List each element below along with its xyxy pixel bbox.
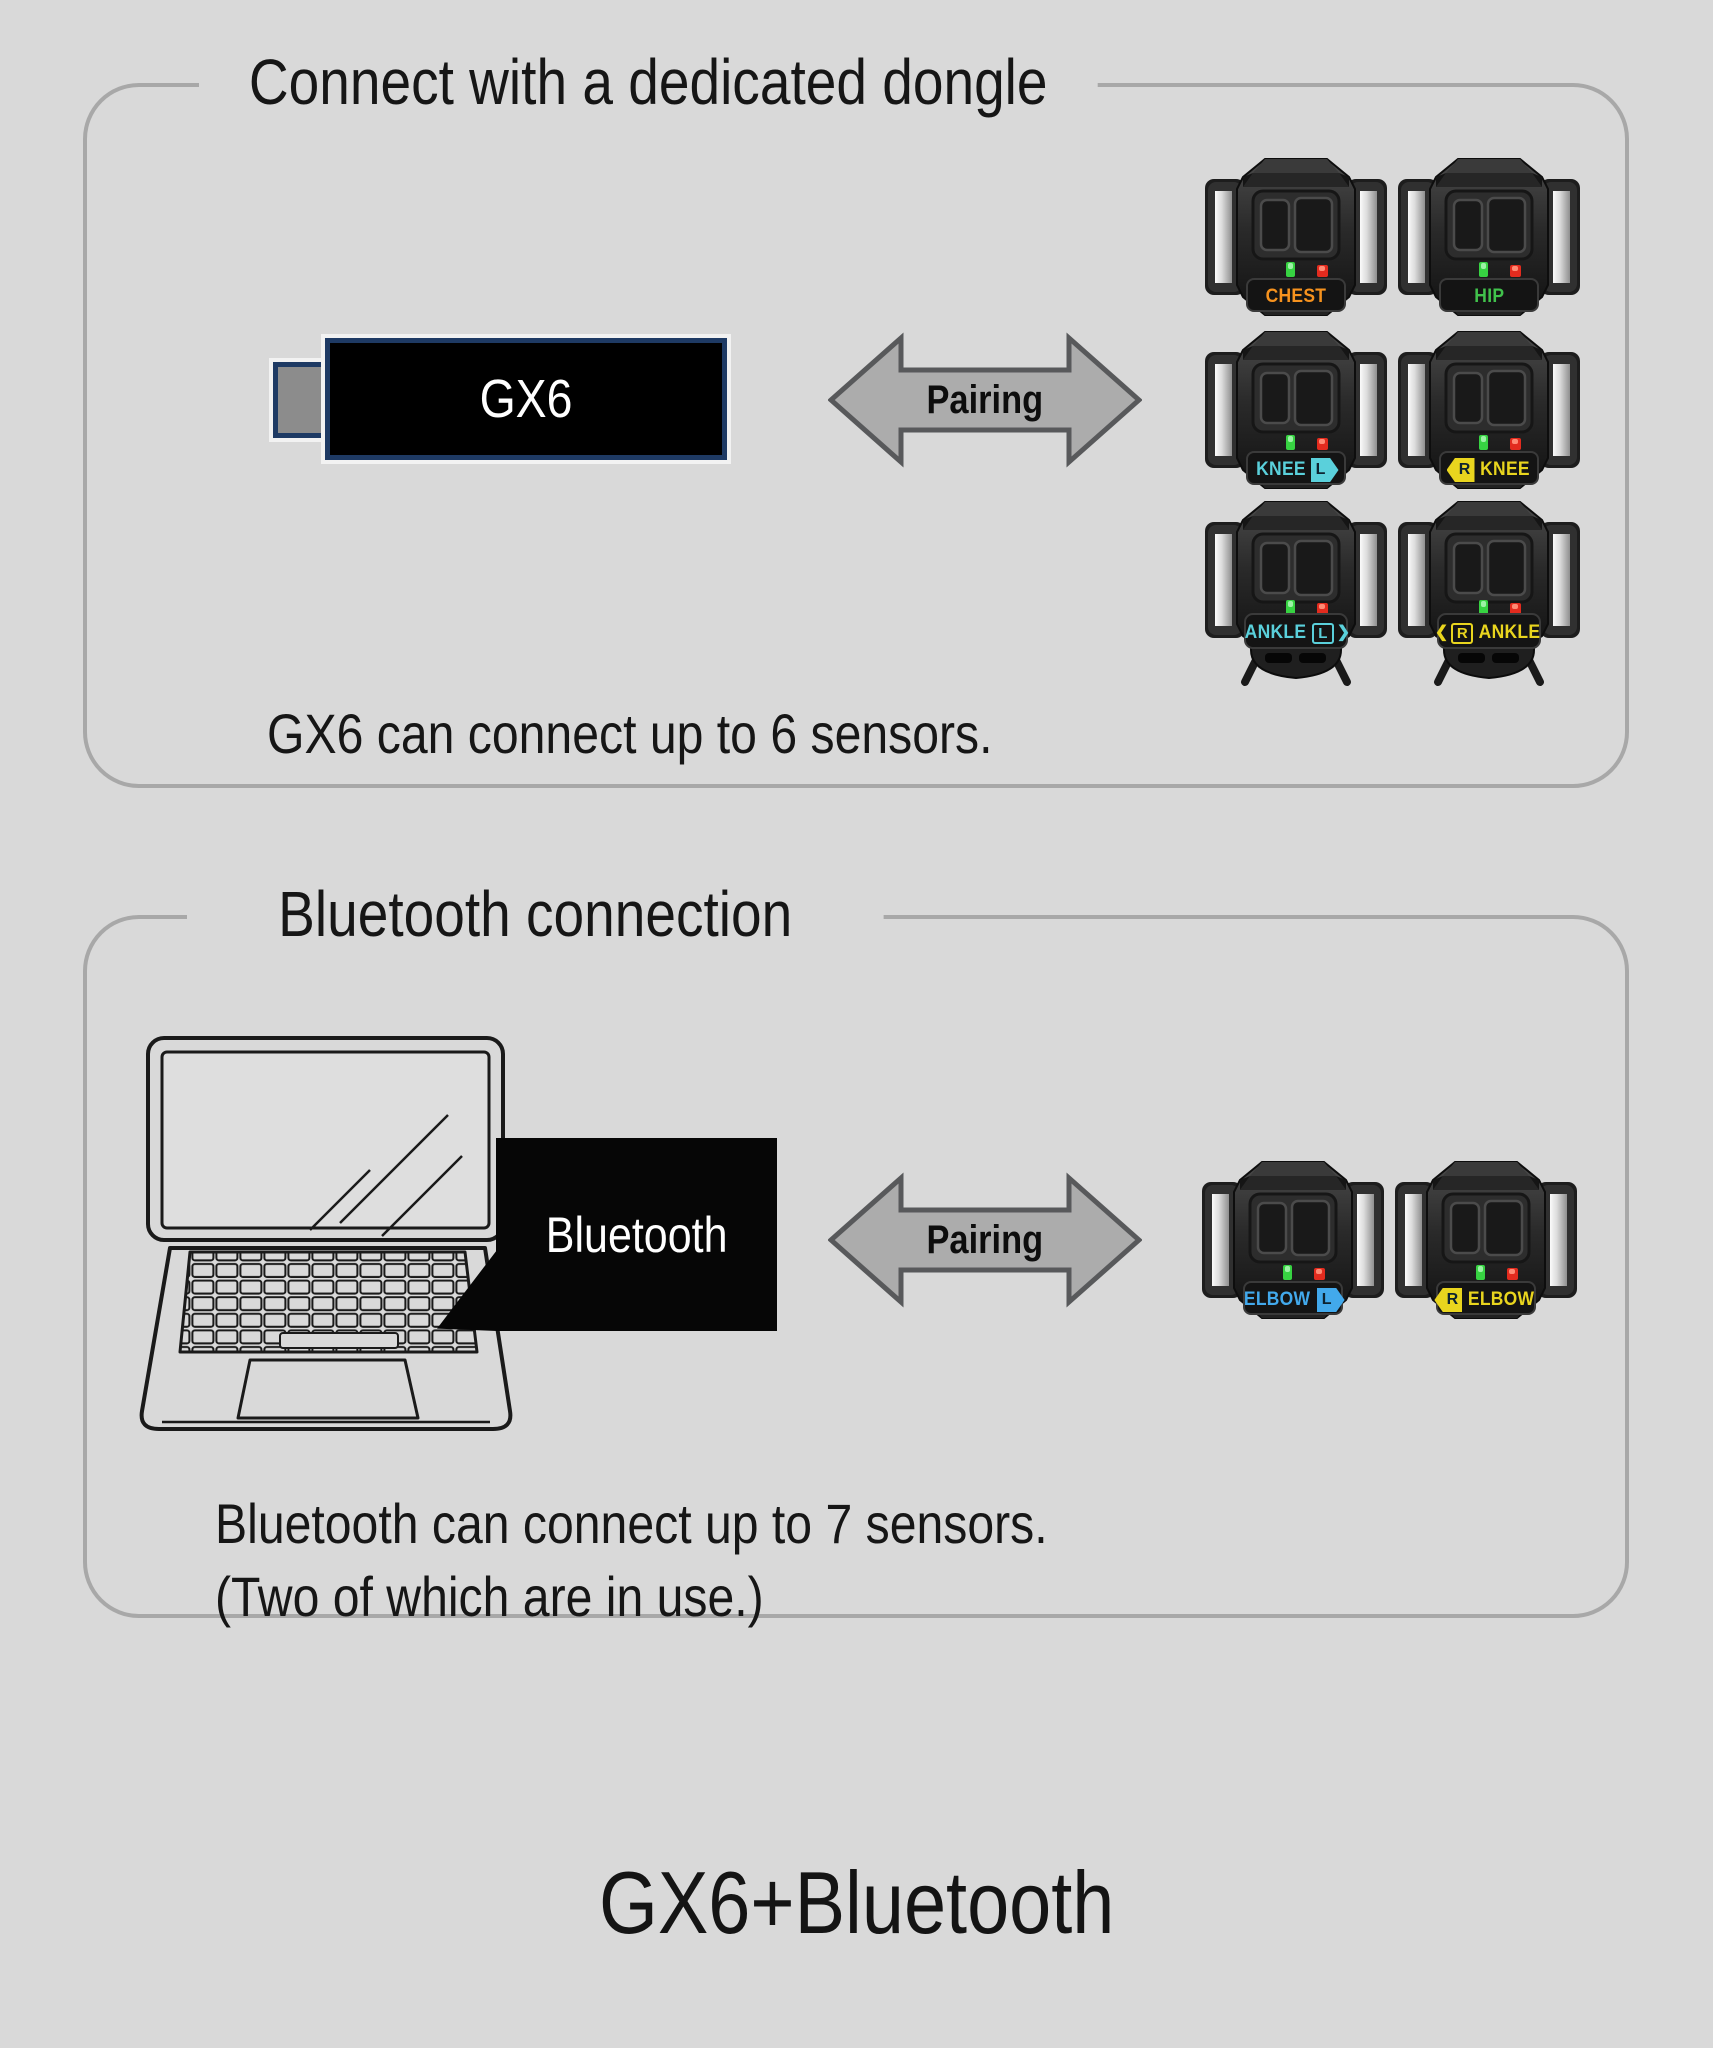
sensor-hip: HIP — [1396, 149, 1582, 321]
gx6-dongle: GX6 — [325, 338, 727, 460]
sensor-label: CHEST — [1265, 286, 1327, 307]
right-side-badge: R — [1446, 458, 1475, 482]
bluetooth-panel: Bluetooth connection — [83, 878, 1629, 1618]
dongle-panel: Connect with a dedicated dongle — [83, 46, 1629, 788]
bluetooth-caption-line1: Bluetooth can connect up to 7 sensors. — [215, 1492, 1048, 1555]
bluetooth-caption: Bluetooth can connect up to 7 sensors. (… — [215, 1488, 1048, 1634]
chevron-left-icon — [1435, 625, 1448, 641]
sensor-chest: CHEST — [1203, 149, 1389, 321]
sensor-label: ELBOW L — [1244, 1284, 1345, 1316]
sensor-device-icon — [1203, 492, 1389, 688]
sensor-label: HIP — [1474, 286, 1504, 307]
sensor-label: R KNEE — [1440, 454, 1538, 486]
gx6-dongle-label: GX6 — [479, 369, 573, 429]
dongle-caption: GX6 can connect up to 6 sensors. — [267, 702, 993, 765]
sensor-label: KNEE L — [1247, 454, 1345, 486]
right-side-badge: R — [1451, 622, 1474, 644]
bluetooth-panel-title: Bluetooth connection — [187, 878, 884, 952]
double-arrow-shape — [828, 332, 1142, 468]
usb-connector — [273, 362, 331, 438]
sensor-knee-right: R KNEE — [1396, 322, 1582, 494]
right-side-badge: R — [1434, 1288, 1463, 1312]
bluetooth-caption-line2: (Two of which are in use.) — [215, 1564, 764, 1628]
sensor-label: R ANKLE — [1438, 616, 1540, 650]
pairing-arrow — [828, 332, 1142, 468]
footer-title: GX6+Bluetooth — [598, 1853, 1115, 1952]
sensor-device-icon — [1396, 492, 1582, 688]
sensor-ankle-right: R ANKLE — [1396, 492, 1582, 688]
sensor-elbow-right: R ELBOW — [1393, 1152, 1579, 1324]
sensor-ankle-left: ANKLE L — [1203, 492, 1389, 688]
pairing-arrow — [828, 1172, 1142, 1308]
left-side-badge: L — [1316, 1288, 1345, 1312]
dongle-panel-title: Connect with a dedicated dongle — [199, 46, 1098, 120]
sensor-label: ANKLE L — [1245, 616, 1347, 650]
bluetooth-callout-label: Bluetooth — [545, 1206, 728, 1263]
chevron-right-icon — [1337, 625, 1350, 641]
bluetooth-callout: Bluetooth — [496, 1138, 777, 1331]
left-side-badge: L — [1310, 458, 1339, 482]
sensor-elbow-left: ELBOW L — [1200, 1152, 1386, 1324]
sensor-knee-left: KNEE L — [1203, 322, 1389, 494]
double-arrow-shape — [828, 1172, 1142, 1308]
sensor-label: R ELBOW — [1434, 1284, 1535, 1316]
left-side-badge: L — [1311, 622, 1334, 644]
laptop-illustration — [139, 1036, 513, 1431]
